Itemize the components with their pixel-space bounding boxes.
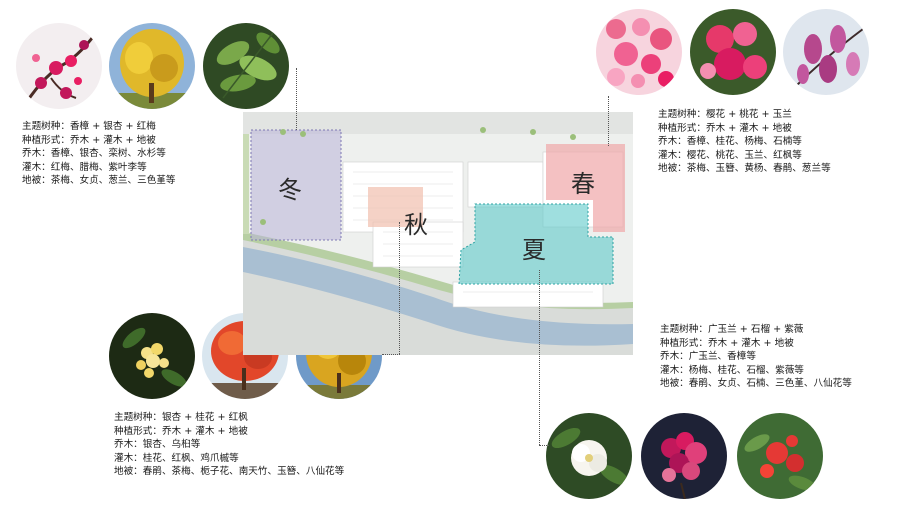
pomegranate-flower-photo [737,413,823,499]
plum-blossom-photo [16,23,102,109]
autumn-shrubs: 灌木：桂花、红枫、鸡爪槭等 [114,452,239,464]
spring-planting-text: 主题树种：樱花 + 桃花 + 玉兰 种植形式：乔木 + 灌木 + 地被 乔木：香… [658,108,831,176]
spring-trees: 乔木：香樟、桂花、杨梅、石楠等 [658,136,802,148]
spring-zone [546,144,625,232]
peach-blossom-photo [690,9,776,95]
osmanthus-photo [109,313,195,399]
summer-theme-species: 主题树种：广玉兰 + 石榴 + 紫薇 [660,324,804,335]
spring-connector [608,96,609,146]
magnolia-photo [783,9,869,95]
winter-groundcover: 地被：茶梅、女贞、葱兰、三色堇等 [22,175,176,187]
spring-theme-species: 主题树种：樱花 + 桃花 + 玉兰 [658,109,792,120]
summer-zone [458,203,614,285]
crape-myrtle-photo [641,413,727,499]
summer-shrubs: 灌木：杨梅、桂花、石榴、紫薇等 [660,364,804,376]
summer-planting-text: 主题树种：广玉兰 + 石榴 + 紫薇 种植形式：乔木 + 灌木 + 地被 乔木：… [660,323,852,391]
autumn-planting-text: 主题树种：银杏 + 桂花 + 红枫 种植形式：乔木 + 灌木 + 地被 乔木：银… [114,411,344,479]
autumn-theme-species: 主题树种：银杏 + 桂花 + 红枫 [114,412,248,423]
camphor-leaves-photo [203,23,289,109]
winter-zone [250,129,342,241]
winter-planting-form: 种植形式：乔木 + 灌木 + 地被 [22,134,156,146]
autumn-connector-v [399,222,400,354]
spring-planting-form: 种植形式：乔木 + 灌木 + 地被 [658,122,792,134]
site-plan [243,112,633,355]
summer-connector-h [539,445,549,446]
ginkgo-tree-photo [109,23,195,109]
autumn-connector-h [382,354,400,355]
winter-planting-text: 主题树种：香樟 + 银杏 + 红梅 种植形式：乔木 + 灌木 + 地被 乔木：香… [22,120,176,188]
winter-connector [296,68,297,130]
autumn-trees: 乔木：银杏、乌桕等 [114,439,201,451]
magnolia-grandiflora-photo [546,413,632,499]
autumn-label: 秋 [404,211,428,239]
autumn-groundcover: 地被：春鹃、茶梅、栀子花、南天竹、玉簪、八仙花等 [114,466,345,478]
winter-trees: 乔木：香樟、银杏、栾树、水杉等 [22,148,166,160]
summer-label: 夏 [522,236,546,264]
summer-trees: 乔木：广玉兰、香樟等 [660,351,756,363]
cherry-blossom-photo [596,9,682,95]
spring-shrubs: 灌木：樱花、桃花、玉兰、红枫等 [658,149,802,161]
autumn-zone [368,187,423,227]
spring-groundcover: 地被：茶梅、玉簪、黄杨、春鹃、葱兰等 [658,163,831,175]
river [243,247,633,346]
winter-shrubs: 灌木：红梅、腊梅、紫叶李等 [22,161,147,173]
spring-label: 春 [571,170,595,198]
summer-connector-v [539,270,540,445]
autumn-planting-form: 种植形式：乔木 + 灌木 + 地被 [114,425,248,437]
summer-planting-form: 种植形式：乔木 + 灌木 + 地被 [660,337,794,349]
summer-groundcover: 地被：春鹃、女贞、石楠、三色堇、八仙花等 [660,378,852,390]
winter-label: 冬 [278,176,302,204]
winter-theme-species: 主题树种：香樟 + 银杏 + 红梅 [22,121,156,132]
